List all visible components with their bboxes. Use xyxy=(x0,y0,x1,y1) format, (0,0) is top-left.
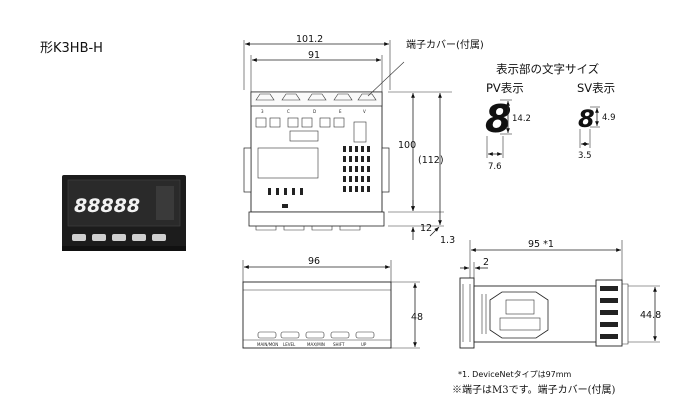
footnote-devicenet: *1. DeviceNetタイプは97mm xyxy=(458,370,572,379)
dim-side-depth: 95 *1 xyxy=(528,239,554,250)
model-name: 形K3HB-H xyxy=(40,41,103,56)
dim-front-width: 96 xyxy=(308,256,320,267)
dim-bottom-part: 12 xyxy=(420,223,432,234)
product-photo: 88888 xyxy=(62,175,186,251)
front-button-max-min: MAX/MIN xyxy=(307,342,325,347)
sv-width-dim: 3.5 xyxy=(578,151,592,161)
dim-top-inner-width: 91 xyxy=(308,50,320,61)
terminal-label-0: 3 xyxy=(261,109,264,114)
front-button-main-mon: MAIN/MON xyxy=(257,342,278,347)
front-view: 96 MAIN/MON LEVEL MAX/MIN SHIFT UP 48 xyxy=(242,256,423,349)
top-view: 101.2 91 3 C D E V xyxy=(243,34,484,246)
dim-front-height: 48 xyxy=(411,312,423,323)
sv-height-dim: 4.9 xyxy=(602,113,616,123)
pv-display-label: PV表示 xyxy=(486,81,524,95)
dim-height: 100 xyxy=(398,140,416,151)
dim-offset: 1.3 xyxy=(440,235,455,246)
pv-glyph: 8 xyxy=(485,97,511,141)
dim-height-paren: (112) xyxy=(418,155,444,166)
terminal-label-2: D xyxy=(313,109,316,114)
front-button-level: LEVEL xyxy=(283,342,296,347)
device-sub-display xyxy=(156,186,174,220)
dim-side-height: 44.8 xyxy=(640,310,661,321)
terminal-label-4: V xyxy=(363,109,366,114)
terminal-note: ※端子はM3です。端子カバー(付属) xyxy=(452,383,616,396)
pv-width-dim: 7.6 xyxy=(488,162,502,172)
terminal-cover-label: 端子カバー(付属) xyxy=(406,38,484,51)
pv-height-dim: 14.2 xyxy=(512,114,531,124)
terminal-label-1: C xyxy=(287,109,290,114)
dim-top-total-width: 101.2 xyxy=(296,34,323,45)
front-button-shift: SHIFT xyxy=(333,342,345,347)
device-front-buttons xyxy=(72,234,166,241)
char-size-heading: 表示部の文字サイズ xyxy=(496,62,599,76)
side-view: 95 *1 2 44.8 xyxy=(459,239,661,349)
terminal-label-3: E xyxy=(339,109,342,114)
character-size-section: 表示部の文字サイズ PV表示 SV表示 8 14.2 7.6 8 4.9 3.5 xyxy=(485,62,616,172)
device-display-digits: 88888 xyxy=(74,195,140,217)
front-button-up: UP xyxy=(361,342,367,347)
dim-side-step: 2 xyxy=(483,257,489,268)
sv-display-label: SV表示 xyxy=(577,81,615,95)
sv-glyph: 8 xyxy=(578,105,595,133)
